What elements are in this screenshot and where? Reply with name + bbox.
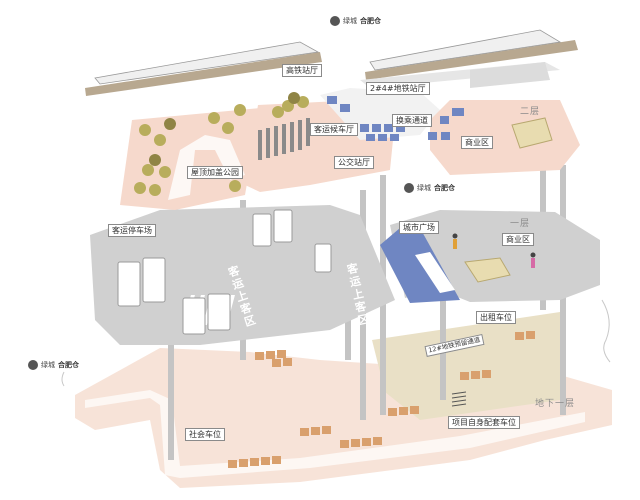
label-transfer-channel: 换乘通道 [392,114,432,127]
label-rooftop-park: 屋顶加盖公园 [187,166,243,179]
label-commercial-upper: 商业区 [461,136,493,149]
buses [117,209,332,335]
label-bus-station: 公交站厅 [334,156,374,169]
label-high-speed-station: 高铁站厅 [282,64,322,77]
logo-left-name: 合肥仓 [58,361,79,369]
metro-train [365,29,578,80]
basement-lane [85,390,585,478]
logo-left: 绿城 合肥仓 [28,360,79,370]
decorative-curve-right [601,299,611,363]
logo-mark-icon [404,183,414,193]
logo-middle-prefix: 绿城 [417,184,431,192]
label-metro-station: 2#4#地铁站厅 [366,82,430,95]
metro-platform-edge [470,62,550,88]
logo-top: 绿城 合肥仓 [330,16,381,26]
logo-middle: 绿城 合肥仓 [404,183,455,193]
label-social-parking: 社会车位 [185,428,225,441]
logo-mark-icon [28,360,38,370]
ground-deck-left [90,205,395,345]
kiosk-ground [464,257,511,283]
floor-tag-first: 一层 [510,219,531,229]
plaza-white-strip [415,252,455,293]
people [452,233,536,268]
waiting-hall-seats [258,118,310,160]
logo-mark-icon [330,16,340,26]
label-taxi-spot: 出租车位 [476,311,516,324]
basement-parking-zone [372,312,560,420]
label-passenger-waiting-hall: 客运候车厅 [310,123,358,136]
trees [134,92,309,196]
label-coach-parking: 客运停车场 [108,224,156,237]
logo-middle-name: 合肥仓 [434,184,455,192]
decorative-curve-left [61,371,65,387]
blue-tiles [327,96,464,141]
label-project-parking: 项目自身配套车位 [448,416,520,429]
floor-tag-second: 二层 [520,107,541,117]
basement-stairs [451,391,467,407]
label-commercial-mid: 商业区 [502,233,534,246]
logo-top-prefix: 绿城 [343,17,357,25]
floor-tag-basement: 地下一层 [535,399,576,409]
basement-parking-slots [228,331,535,468]
kiosk-second [511,117,553,149]
logo-left-prefix: 绿城 [41,361,55,369]
rooftop-park-path [168,135,245,200]
high-speed-train [85,41,322,96]
logo-top-name: 合肥仓 [360,17,381,25]
label-city-plaza: 城市广场 [399,221,439,234]
